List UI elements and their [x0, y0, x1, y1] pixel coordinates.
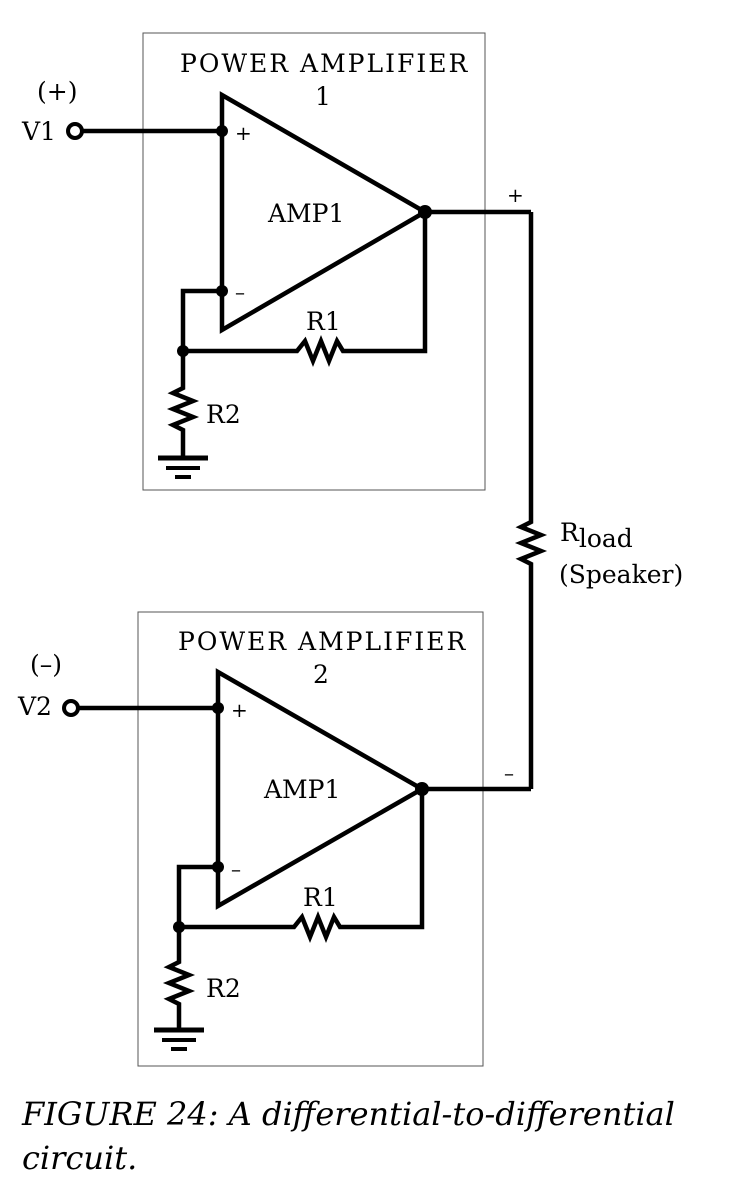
amp1-minus-sign: –	[235, 280, 245, 304]
amp1-ground-icon	[158, 455, 208, 479]
amp1-node-minus	[216, 285, 228, 297]
amp1-r1-label: R1	[306, 307, 341, 336]
amp1-feedback-wire	[183, 212, 428, 368]
load-bottom-sign: –	[504, 761, 514, 785]
amp1-triangle	[219, 91, 430, 334]
amp2-node-ground	[173, 921, 185, 933]
load-top-sign: +	[507, 183, 524, 207]
load-note: (Speaker)	[559, 560, 683, 589]
amp1-r2-label: R2	[206, 400, 241, 429]
amp1-input-label: V1	[21, 117, 56, 146]
amp2-title-line1: POWER AMPLIFIER	[178, 627, 467, 656]
figure-caption: FIGURE 24: A differential-to-differentia…	[22, 1095, 675, 1177]
amp2-triangle	[215, 668, 427, 910]
amp1-inverting-wire	[180, 288, 222, 351]
amp2-dashed-box	[137, 611, 484, 1067]
amp1-plus-sign: +	[235, 121, 252, 145]
amp1-title-line2: 1	[315, 82, 333, 111]
amp1-node-ground	[177, 345, 189, 357]
power-amplifier-2: POWER AMPLIFIER 2 (–) V2 AMP1 + – R1 R2	[17, 611, 531, 1067]
amp2-minus-sign: –	[231, 857, 241, 881]
amp2-title-line2: 2	[313, 660, 331, 689]
amp2-amp-label: AMP1	[263, 775, 340, 804]
load-resistor: + Rload (Speaker) –	[504, 183, 683, 789]
amp1-amp-label: AMP1	[267, 199, 344, 228]
amp2-polarity-label: (–)	[30, 650, 62, 679]
load-resistor-symbol	[514, 212, 548, 789]
amp2-r2-resistor	[162, 927, 196, 1030]
amp2-ground-icon	[154, 1027, 204, 1051]
amp1-title-line1: POWER AMPLIFIER	[180, 49, 469, 78]
amp1-node-plus	[216, 125, 228, 137]
amp1-input-terminal	[66, 122, 84, 140]
power-amplifier-1: POWER AMPLIFIER 1 (+) V1 AMP1 + – R1 R2	[21, 32, 531, 491]
amp2-input-terminal	[62, 699, 80, 717]
amp2-r1-label: R1	[303, 883, 338, 912]
amp1-r2-resistor	[166, 351, 200, 458]
amp2-plus-sign: +	[231, 698, 248, 722]
amp2-inverting-wire	[176, 864, 218, 927]
amp2-node-minus	[212, 861, 224, 873]
amp1-polarity-label: (+)	[37, 77, 77, 106]
amp2-feedback-wire	[179, 789, 425, 944]
amp2-node-plus	[212, 702, 224, 714]
amp2-input-label: V2	[17, 692, 52, 721]
load-label: Rload	[560, 518, 633, 553]
amp1-dashed-box	[142, 32, 486, 491]
amp2-r2-label: R2	[206, 974, 241, 1003]
